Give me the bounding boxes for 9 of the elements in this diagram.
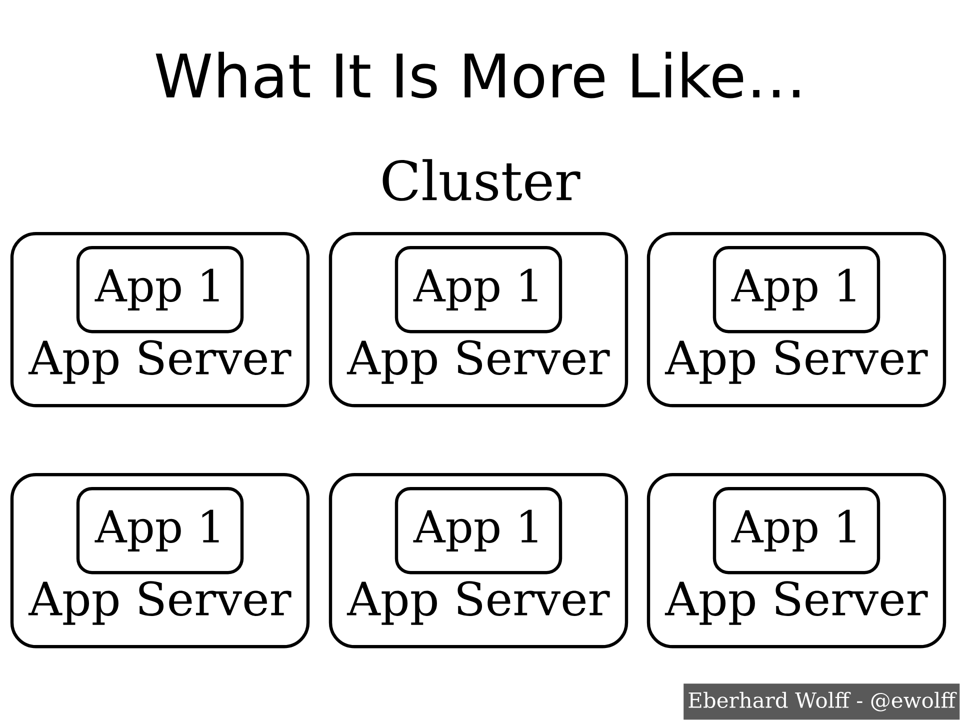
app-box: App 1 [712, 487, 880, 574]
app-box: App 1 [712, 246, 880, 334]
app-box: App 1 [76, 246, 244, 334]
heading: Cluster [382, 159, 580, 201]
title: What It Is More Like… [156, 52, 800, 98]
app-box: App 1 [394, 246, 562, 334]
app-box: App 1 [394, 487, 562, 574]
author-credit: Eberhard Wolff - @ewolff [684, 684, 960, 720]
app-box: App 1 [76, 487, 244, 574]
